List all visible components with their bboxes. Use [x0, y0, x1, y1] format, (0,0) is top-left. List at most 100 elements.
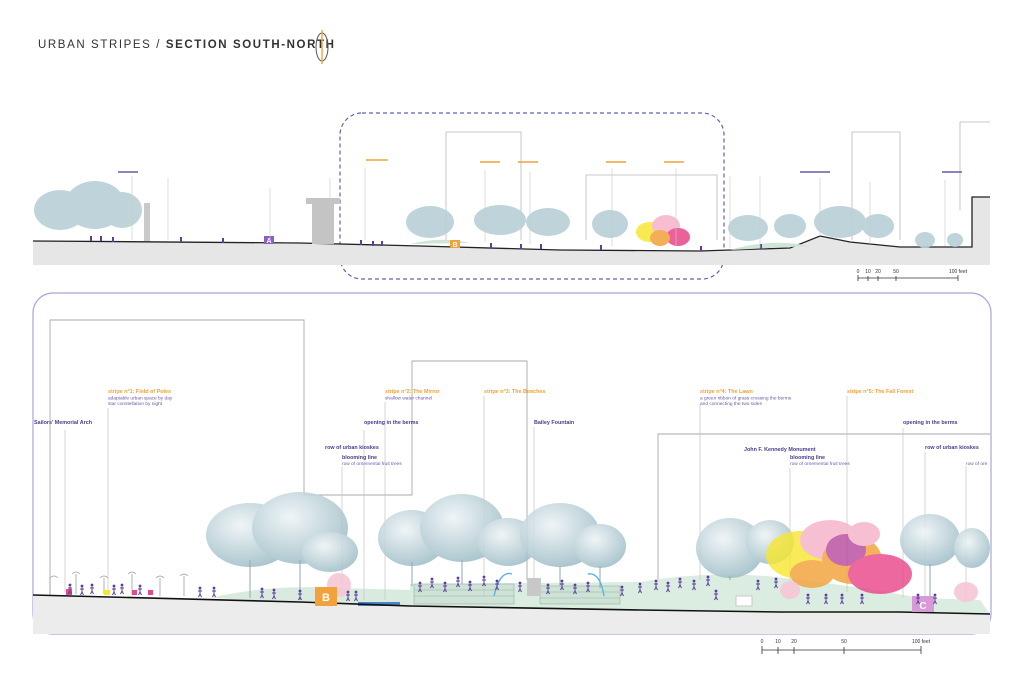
people-figures: [68, 575, 937, 605]
overview-scale-100: 100 feet: [949, 269, 968, 275]
detail-scale-0: 0: [761, 639, 764, 645]
label-kiosks-row-2: row of urban kioskes: [925, 445, 979, 451]
overview-scale-bar: 0 10 20 50 100 feet: [857, 269, 968, 281]
person-icon: [298, 589, 302, 601]
person-icon: [468, 580, 472, 592]
person-icon: [80, 584, 84, 596]
overview-ground-line: [32, 196, 990, 252]
label-blooming-desc-1: row of ornemental fruit trees: [342, 461, 402, 467]
label-stripe4-desc2: and connecting the two sides: [700, 401, 762, 407]
person-icon: [756, 579, 760, 591]
overview-arch-icon: [306, 198, 340, 244]
overview-building-outlines: [445, 121, 990, 240]
kiosk-B-icon-overview: [450, 240, 460, 248]
benches-platform: [413, 583, 621, 605]
label-stripe2-desc: shallow water channel: [385, 396, 432, 402]
person-icon: [933, 593, 937, 605]
label-sailors-arch: Sailors' Memorial Arch: [34, 420, 92, 426]
person-icon: [68, 583, 72, 595]
person-icon: [260, 587, 264, 599]
title-prefix: URBAN STRIPES /: [38, 39, 162, 51]
label-opening-berms-1: opening in the berms: [364, 420, 419, 426]
label-kiosks-row-1: row of urban kioskes: [325, 445, 379, 451]
label-stripe2-title: stripe n°2: The Mirror: [385, 389, 440, 395]
person-icon: [456, 576, 460, 588]
overview-scale-10: 10: [865, 269, 871, 275]
label-cut-text: row of ore: [966, 461, 988, 467]
person-icon: [714, 589, 718, 601]
detail-scale-20: 20: [791, 639, 797, 645]
person-icon: [560, 579, 564, 591]
label-blooming-line-1: blooming line: [342, 455, 377, 461]
person-icon: [638, 582, 642, 594]
person-icon: [198, 586, 202, 598]
detail-focus-frame: [339, 112, 725, 280]
person-icon: [443, 581, 447, 593]
person-icon: [272, 588, 276, 600]
overview-scale-0: 0: [857, 269, 860, 275]
overview-tower-icon: [144, 203, 150, 241]
detail-ground: [33, 595, 990, 634]
person-icon: [774, 577, 778, 589]
detail-trees: [206, 492, 990, 578]
person-icon: [586, 581, 590, 593]
detail-labels: stripe n°1: Field of Poles adaptable urb…: [34, 389, 988, 467]
person-icon: [806, 593, 810, 605]
person-icon: [418, 581, 422, 593]
person-icon: [666, 581, 670, 593]
overview-section: A B: [32, 112, 990, 281]
person-icon: [138, 584, 142, 596]
person-icon: [692, 579, 696, 591]
label-stripe4-title: stripe n°4: The Lawn: [700, 389, 753, 395]
kiosk-B-icon: [315, 587, 337, 606]
detail-scale-bar: 0 10 20 50 100 feet: [761, 639, 931, 654]
person-icon: [518, 581, 522, 593]
fall-forest-trees: [766, 520, 912, 594]
person-icon: [354, 590, 358, 602]
overview-ground: [33, 197, 990, 265]
person-icon: [346, 590, 350, 602]
person-icon: [916, 593, 920, 605]
person-icon: [120, 583, 124, 595]
overview-people: [90, 236, 762, 251]
person-icon: [546, 583, 550, 595]
mirror-water-channel: [358, 602, 400, 606]
detail-building-outlines: [49, 319, 990, 596]
label-blooming-line-2: blooming line: [790, 455, 825, 461]
kiosk-C-label: C: [919, 601, 926, 612]
person-icon: [90, 583, 94, 595]
title-main: SECTION SOUTH-NORTH: [165, 39, 336, 51]
person-icon: [824, 593, 828, 605]
overview-scale-20: 20: [875, 269, 881, 275]
person-icon: [678, 577, 682, 589]
label-jfk-monument: John F. Kennedy Monument: [744, 447, 816, 453]
person-icon: [840, 593, 844, 605]
detail-scale-50: 50: [841, 639, 847, 645]
label-blooming-desc-2: row of ornemental fruit trees: [790, 461, 850, 467]
label-stripe1-desc2: star constellation by night: [108, 401, 163, 407]
overview-fall-forest: [636, 215, 690, 246]
person-icon: [654, 579, 658, 591]
label-stripe3-title: stripe n°3: The Benches: [484, 389, 545, 395]
person-icon: [573, 583, 577, 595]
label-stripe1-title: stripe n°1: Field of Poles: [108, 389, 171, 395]
fountain-icon: [493, 572, 605, 597]
label-stripe1-desc1: adaptable urban space by day: [108, 396, 173, 402]
detail-scale-100: 100 feet: [912, 639, 931, 645]
page-title: URBAN STRIPES / SECTION SOUTH-NORTH: [38, 39, 336, 51]
north-compass-icon: [315, 30, 329, 64]
kiosk-B-label: B: [322, 592, 330, 604]
overview-annotation-marks: [118, 159, 962, 173]
person-icon: [620, 585, 624, 597]
overview-leader-lines: [131, 168, 946, 248]
label-opening-berms-2: opening in the berms: [903, 420, 958, 426]
overview-scale-50: 50: [893, 269, 899, 275]
label-stripe5-title: stripe n°5: The Fall Forest: [847, 389, 913, 395]
person-icon: [860, 593, 864, 605]
person-icon: [212, 586, 216, 598]
person-icon: [112, 584, 116, 596]
label-stripe4-desc1: a green ribbon of grass crossing the ber…: [700, 396, 792, 402]
kiosk-A-icon: [264, 236, 274, 244]
label-bailey-fountain: Bailey Fountain: [534, 420, 574, 426]
